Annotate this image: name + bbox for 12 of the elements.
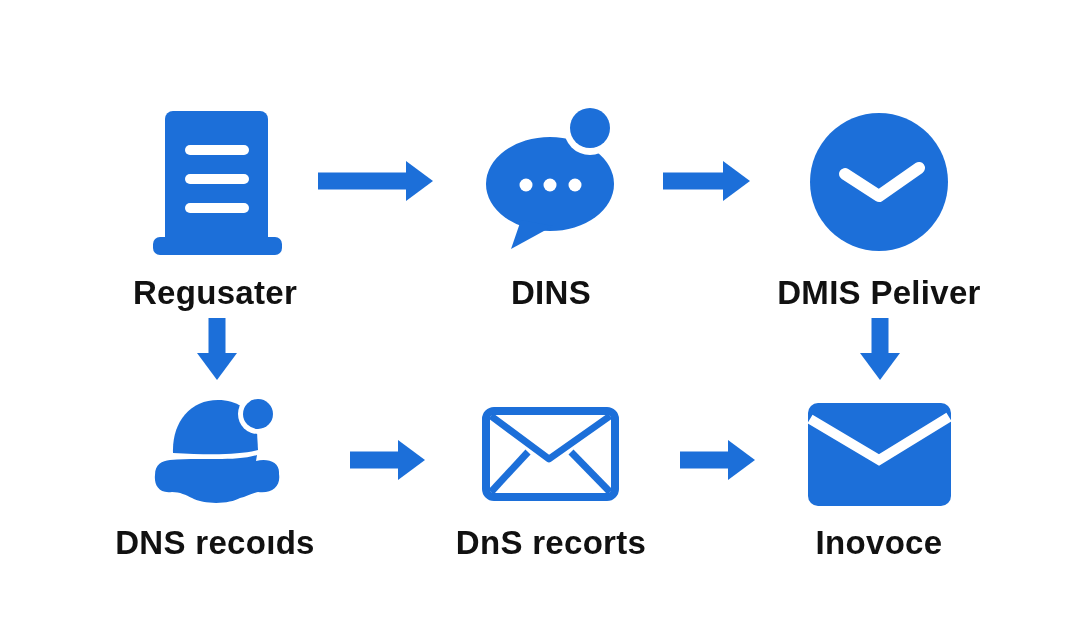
node-label: DINS xyxy=(511,275,591,312)
arrow xyxy=(197,318,237,380)
arrow xyxy=(663,161,750,201)
arrow xyxy=(860,318,900,380)
node-label: Inovoce xyxy=(815,525,943,562)
node-label: Regusater xyxy=(132,275,298,312)
arrow xyxy=(350,440,425,480)
node-label: DMIS Peliver xyxy=(777,275,981,312)
arrow xyxy=(680,440,755,480)
arrow xyxy=(318,161,433,201)
node-label: DnS recorts xyxy=(455,525,647,562)
node-label: DNS recoıds xyxy=(115,525,315,562)
